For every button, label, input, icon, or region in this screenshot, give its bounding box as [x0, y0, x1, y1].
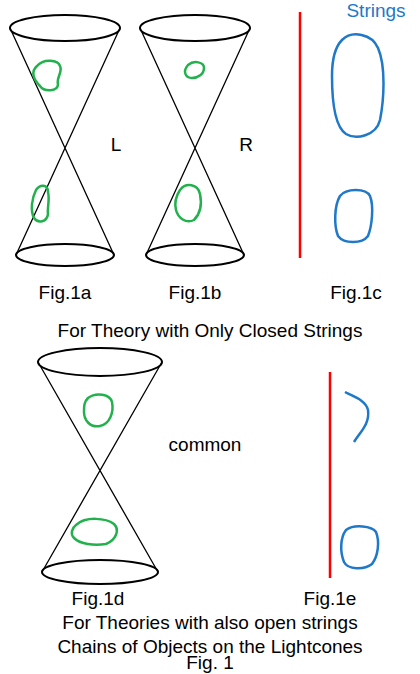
figure-label: Fig.1d — [72, 588, 125, 610]
subcaption: For Theories with also open strings — [62, 612, 357, 634]
cone-label: common — [169, 434, 242, 456]
figure-label: Fig.1e — [304, 588, 357, 610]
string-shapes — [332, 34, 384, 242]
lightcone-common — [38, 348, 162, 584]
cone-label: L — [111, 134, 122, 156]
lightcone-r — [140, 15, 250, 266]
figure-label: Fig.1b — [169, 282, 222, 304]
string-shapes-common — [341, 392, 378, 568]
closed-string-loops — [32, 61, 204, 222]
cone-label: R — [239, 134, 253, 156]
figure-label: Fig.1a — [39, 282, 92, 304]
heading-label: Strings — [346, 0, 405, 22]
figure-caption: Fig. 1 — [186, 652, 234, 674]
separator-line — [299, 12, 302, 258]
lightcone-l — [10, 15, 120, 266]
open-string — [345, 392, 368, 442]
closed-string-loops-common — [72, 395, 117, 545]
subcaption: For Theory with Only Closed Strings — [58, 320, 363, 342]
separator-line — [329, 372, 332, 578]
figure-label: Fig.1c — [330, 282, 382, 304]
closed-string — [341, 526, 378, 568]
